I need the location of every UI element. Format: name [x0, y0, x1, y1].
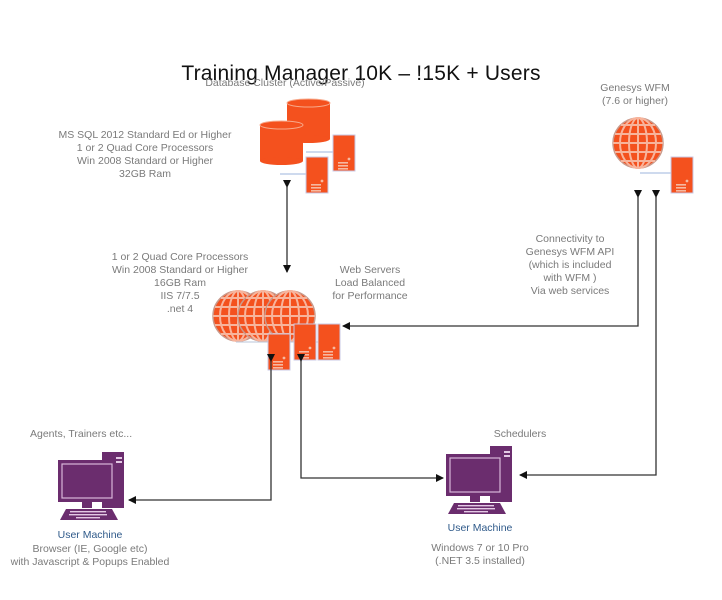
scheduler-machine-details: Windows 7 or 10 Pro (.NET 3.5 installed)	[420, 542, 540, 568]
agent-machine-details: Browser (IE, Google etc) with Javascript…	[10, 543, 170, 569]
spec-line: .net 4	[166, 303, 194, 315]
detail-line: with Javascript & Popups Enabled	[10, 556, 170, 568]
diagram-title: Training Manager 10K – !15K + Users	[181, 62, 541, 85]
label-line: Connectivity to	[535, 233, 605, 245]
globe-icon	[612, 117, 664, 169]
web-servers-label: Web Servers Load Balanced for Performanc…	[320, 264, 420, 303]
label-line: with WFM )	[543, 272, 597, 284]
scheduler-machine-label: User Machine	[447, 522, 513, 534]
label-line: (which is included	[528, 259, 612, 271]
genesys-wfm-label: Genesys WFM (7.6 or higher)	[585, 82, 685, 108]
server-tower-icon	[670, 156, 694, 194]
detail-line: Windows 7 or 10 Pro	[431, 542, 529, 554]
server-tower-icon	[332, 134, 356, 172]
spec-line: IIS 7/7.5	[160, 290, 200, 302]
server-tower-icon	[317, 323, 341, 361]
agent-machine-label: User Machine	[57, 529, 123, 541]
genesys-wfm-icon	[612, 117, 694, 194]
label-line: Web Servers	[339, 264, 401, 276]
database-cylinder-icon	[259, 120, 304, 165]
spec-line: 16GB Ram	[154, 277, 206, 289]
detail-line: (.NET 3.5 installed)	[435, 555, 525, 567]
label-line: Load Balanced	[334, 277, 406, 289]
spec-line: 1 or 2 Quad Core Processors	[111, 251, 249, 263]
agent-web-connector	[128, 354, 275, 504]
spec-line: 1 or 2 Quad Core Processors	[76, 142, 214, 154]
spec-line: MS SQL 2012 Standard Ed or Higher	[58, 129, 232, 141]
spec-line: Win 2008 Standard or Higher	[112, 264, 248, 276]
label-line: Genesys WFM	[600, 82, 670, 94]
genesys-scheduler-connector	[519, 190, 660, 479]
database-cluster-icon	[259, 98, 356, 194]
detail-line: Browser (IE, Google etc)	[32, 543, 148, 555]
label-line: Via web services	[530, 285, 610, 297]
database-specs: MS SQL 2012 Standard Ed or Higher 1 or 2…	[50, 129, 240, 181]
schedulers-group-label: Schedulers	[493, 428, 547, 440]
label-line: (7.6 or higher)	[602, 95, 668, 107]
web-server-farm-icon	[212, 290, 341, 371]
label-line: Genesys WFM API	[525, 246, 615, 258]
server-tower-icon	[305, 156, 329, 194]
scheduler-web-connector	[297, 354, 444, 482]
genesys-connectivity-label: Connectivity to Genesys WFM API (which i…	[510, 233, 630, 298]
agent-computer-icon	[57, 451, 125, 521]
server-tower-icon	[293, 323, 317, 361]
label-line: for Performance	[332, 290, 408, 302]
agents-group-label: Agents, Trainers etc...	[30, 428, 133, 440]
scheduler-computer-icon	[445, 445, 513, 515]
database-cluster-label: Database Cluster (Active/Passive)	[205, 77, 365, 89]
web-server-specs: 1 or 2 Quad Core Processors Win 2008 Sta…	[100, 251, 260, 316]
spec-line: 32GB Ram	[119, 168, 171, 180]
spec-line: Win 2008 Standard or Higher	[77, 155, 213, 167]
